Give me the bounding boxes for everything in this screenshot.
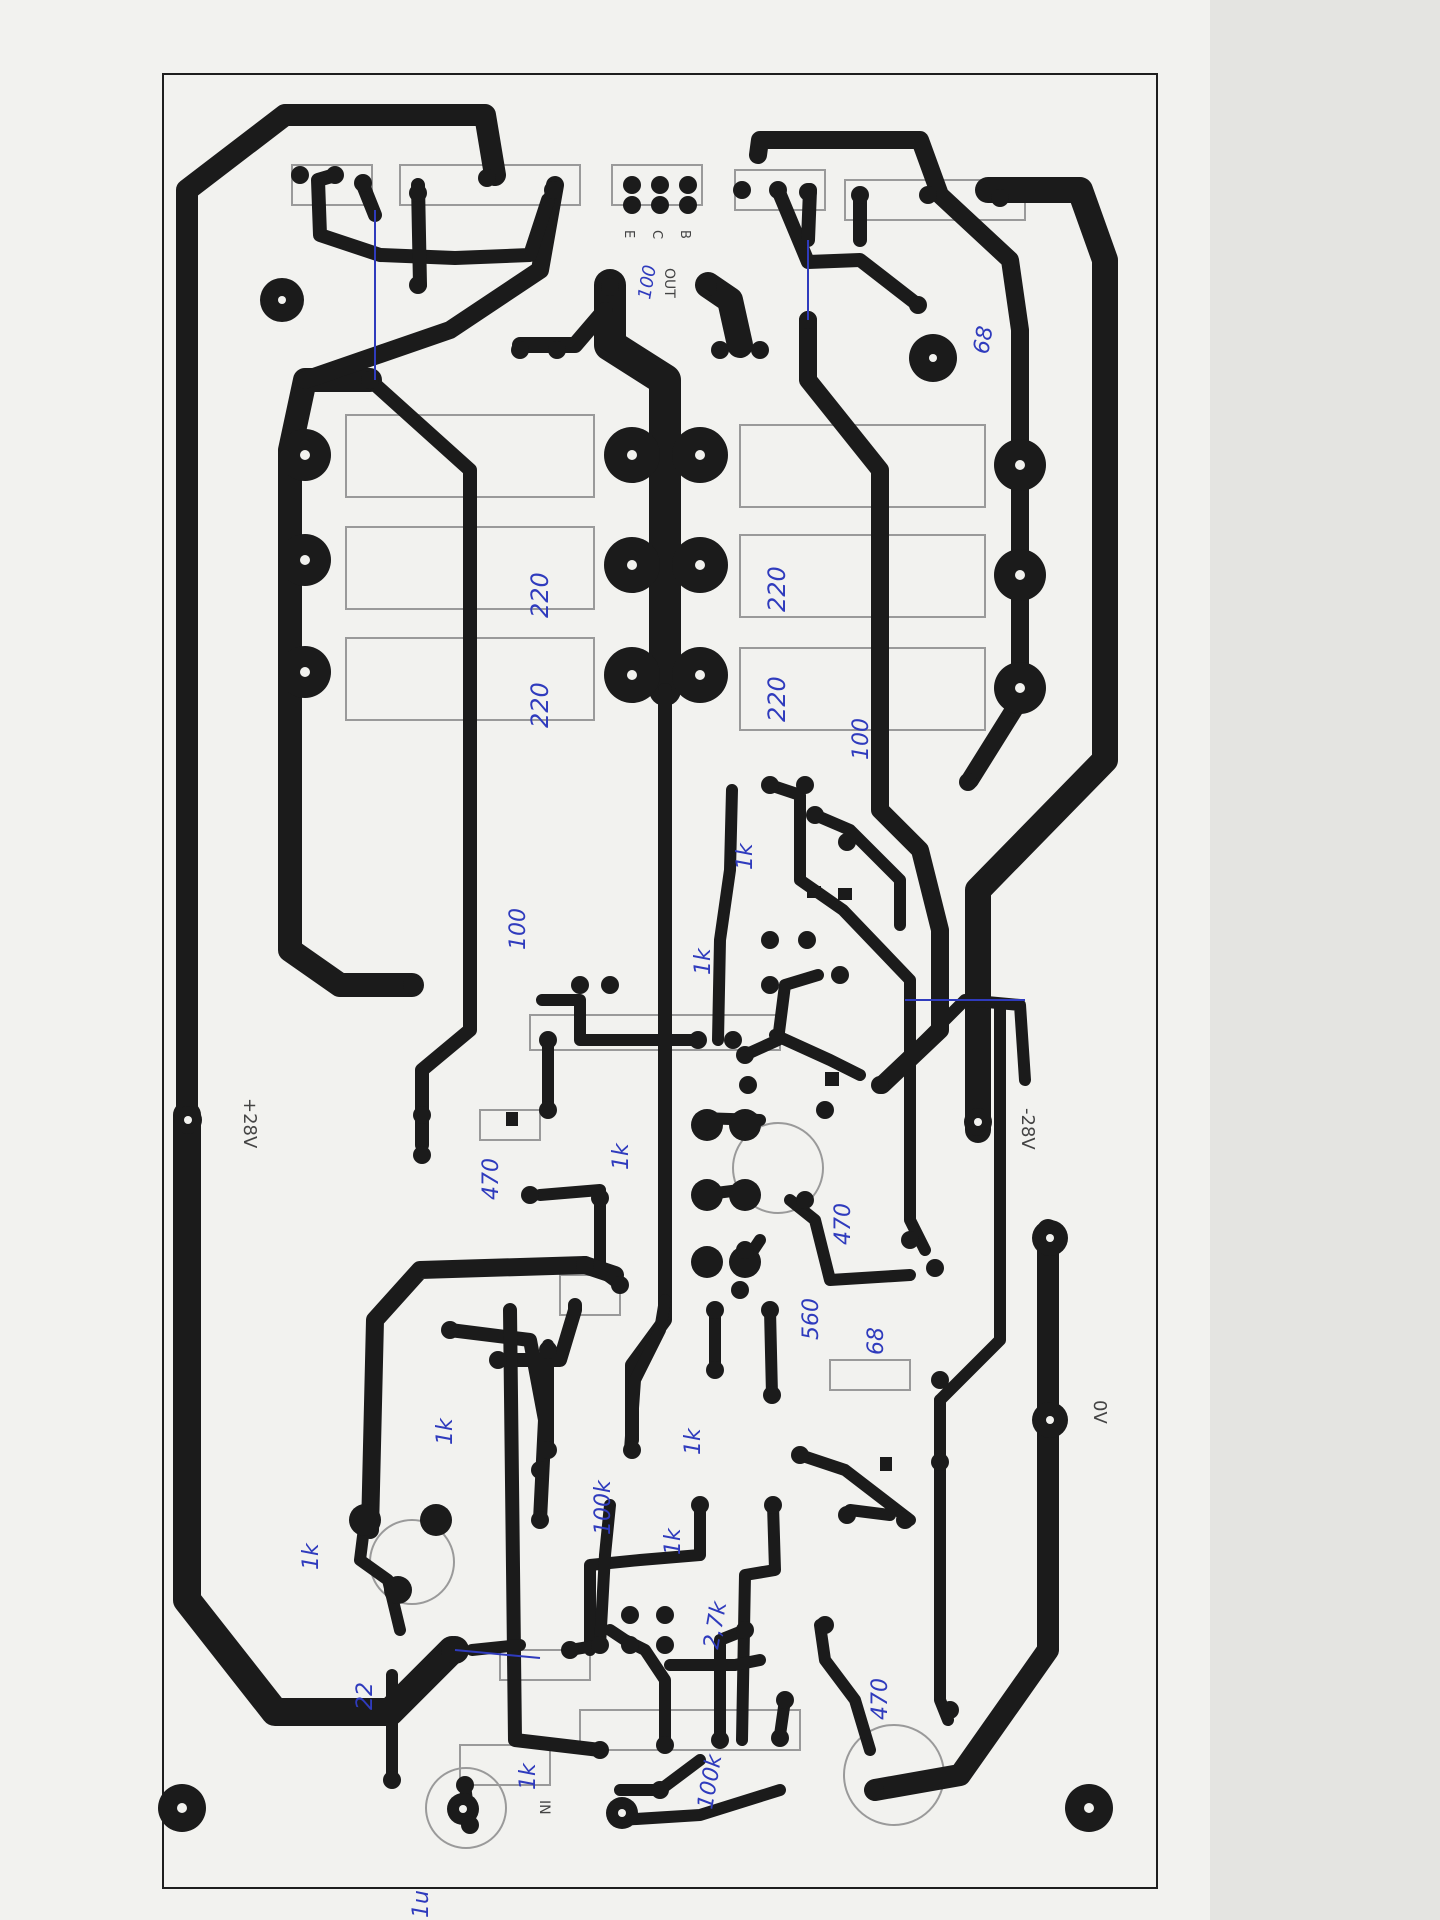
handwritten-values: 100 68 220 220 220 220 100 1k 100 1k 470… <box>299 263 999 1918</box>
ebc-c-label: C <box>649 230 664 239</box>
board-outline <box>162 73 1158 1889</box>
hw-r-100-mid: 100 <box>506 908 531 950</box>
hw-r-560: 560 <box>799 1298 824 1340</box>
hw-r-1k-b: 1k <box>691 947 716 975</box>
hw-r-1k-f: 1k <box>661 1527 686 1555</box>
out-label: OUT <box>661 268 677 298</box>
hw-cap-l2: 220 <box>526 682 554 728</box>
hw-r-68-low: 68 <box>864 1327 889 1355</box>
hw-r-mid-right: 100 <box>849 718 874 760</box>
small-pads <box>291 166 1009 1834</box>
hw-r-1k-e: 1k <box>681 1427 706 1455</box>
hw-r-470-b: 470 <box>831 1203 856 1245</box>
hw-r-1k-c: 1k <box>609 1142 634 1170</box>
hw-cap-r2: 220 <box>763 676 791 722</box>
ebc-b-label: B <box>677 230 692 239</box>
pen-jumpers <box>374 210 1025 1659</box>
copper-traces <box>173 104 1118 1831</box>
hw-cap-1u: 1u <box>409 1890 434 1918</box>
minus-28v-label: -28V <box>1017 1108 1038 1150</box>
hw-r-22: 22 <box>353 1682 378 1710</box>
hw-cap-r1: 220 <box>763 566 791 612</box>
hw-r-1k-a: 1k <box>733 842 758 870</box>
hw-r-1k-g: 1k <box>299 1542 324 1570</box>
drill-holes <box>177 296 1094 1817</box>
plus-28v-label: +28V <box>239 1098 260 1149</box>
in-label: IN <box>536 1800 552 1815</box>
component-marks <box>506 886 892 1471</box>
hw-r-470-a: 470 <box>479 1158 504 1200</box>
ground-0v-label: 0V <box>1089 1400 1110 1424</box>
hw-r-470-c: 470 <box>868 1678 893 1720</box>
silkscreen-labels: +28V -28V 0V OUT IN E C B <box>239 230 1110 1815</box>
hw-r-1k-h: 1k <box>516 1762 541 1790</box>
hw-cap-l1: 220 <box>526 572 554 618</box>
hw-r-1k-d: 1k <box>433 1417 458 1445</box>
hw-r-100k: 100k <box>591 1479 616 1535</box>
ebc-e-label: E <box>621 230 636 238</box>
hw-r-top-right: 68 <box>969 324 998 356</box>
